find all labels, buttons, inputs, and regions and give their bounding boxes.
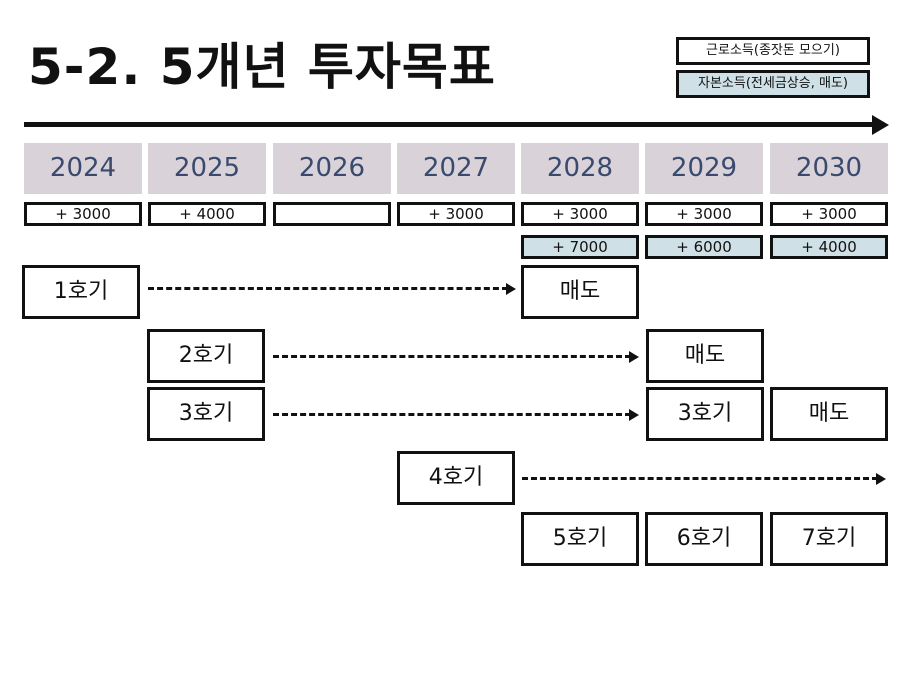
earned-amount-2025: + 4000 bbox=[148, 202, 266, 226]
arrowhead-icon bbox=[876, 473, 886, 485]
year-2025: 2025 bbox=[148, 143, 266, 194]
sell-property-2: 매도 bbox=[646, 329, 764, 383]
year-2027: 2027 bbox=[397, 143, 515, 194]
sell-property-1: 매도 bbox=[521, 265, 639, 319]
timeline-axis bbox=[24, 122, 878, 127]
hold-arrow-property-2 bbox=[273, 355, 631, 358]
capital-amount-2030: + 4000 bbox=[770, 235, 888, 259]
property-1: 1호기 bbox=[22, 265, 140, 319]
hold-arrow-property-4 bbox=[522, 477, 878, 480]
property-6: 6호기 bbox=[645, 512, 763, 566]
property-3-repeat: 3호기 bbox=[646, 387, 764, 441]
capital-amount-2029: + 6000 bbox=[645, 235, 763, 259]
year-2024: 2024 bbox=[24, 143, 142, 194]
hold-arrow-property-1 bbox=[148, 287, 508, 290]
earned-amount-2027: + 3000 bbox=[397, 202, 515, 226]
property-4: 4호기 bbox=[397, 451, 515, 505]
year-2029: 2029 bbox=[645, 143, 763, 194]
year-2030: 2030 bbox=[770, 143, 888, 194]
property-5: 5호기 bbox=[521, 512, 639, 566]
earned-amount-2030: + 3000 bbox=[770, 202, 888, 226]
earned-amount-2024: + 3000 bbox=[24, 202, 142, 226]
sell-property-3: 매도 bbox=[770, 387, 888, 441]
hold-arrow-property-3 bbox=[273, 413, 631, 416]
arrowhead-icon bbox=[506, 283, 516, 295]
timeline-arrowhead-icon bbox=[872, 115, 889, 135]
legend-capital-income: 자본소득(전세금상승, 매도) bbox=[676, 70, 870, 98]
property-7: 7호기 bbox=[770, 512, 888, 566]
year-2026: 2026 bbox=[273, 143, 391, 194]
capital-amount-2028: + 7000 bbox=[521, 235, 639, 259]
arrowhead-icon bbox=[629, 409, 639, 421]
year-2028: 2028 bbox=[521, 143, 639, 194]
earned-amount-2026 bbox=[273, 202, 391, 226]
property-3: 3호기 bbox=[147, 387, 265, 441]
page-title: 5-2. 5개년 투자목표 bbox=[28, 38, 496, 96]
earned-amount-2028: + 3000 bbox=[521, 202, 639, 226]
earned-amount-2029: + 3000 bbox=[645, 202, 763, 226]
legend-earned-income: 근로소득(종잣돈 모으기) bbox=[676, 37, 870, 65]
arrowhead-icon bbox=[629, 351, 639, 363]
property-2: 2호기 bbox=[147, 329, 265, 383]
